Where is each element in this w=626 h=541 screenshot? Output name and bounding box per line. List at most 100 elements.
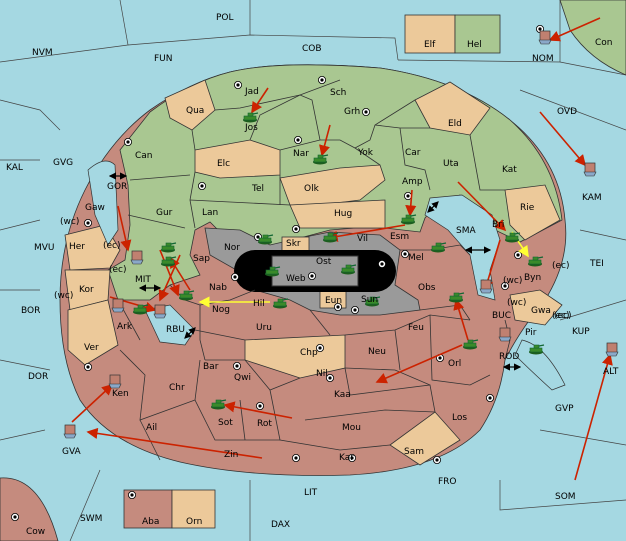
province-label: Kaa [334,390,351,400]
province-label: (ec) [109,265,127,275]
province-label: Con [595,38,613,48]
sma-sea [424,194,501,301]
province-label: GVG [53,158,73,168]
province-label: Pir [525,328,537,338]
province-label: Gur [156,208,173,218]
province-label: Nor [224,243,240,253]
province-label: Jad [244,87,259,97]
province-label: Cow [26,527,45,537]
province-label: Neu [368,347,386,357]
province-label: Ken [112,389,129,399]
province-label: Skr [286,239,301,249]
province-label: Bri [492,220,504,230]
province-label: Uta [443,159,459,169]
province-label: Bar [203,362,219,372]
province-label: POL [216,13,234,23]
province-label: Kor [79,285,94,295]
province-label: FRO [438,477,457,487]
province-label: (ec) [554,311,572,321]
province-label: COB [302,44,322,54]
province-label: Yok [357,148,374,158]
province-label: Grh [344,107,360,117]
double-arrows [108,172,522,371]
hel-box [454,14,501,54]
province-label: (wc) [503,276,522,286]
province-label: (ec) [103,241,121,251]
province-label: Sot [218,418,233,428]
province-label: Ail [146,423,157,433]
province-label: Hug [334,209,352,219]
province-label: Chr [169,383,185,393]
province-label: GVA [62,447,82,457]
province-label: Sap [193,254,210,264]
province-label: Lan [202,208,218,218]
province-label: Gaw [85,203,105,213]
province-label: Obs [418,283,436,293]
province-label: Tel [251,184,264,194]
province-label: (ec) [552,261,570,271]
orn-box [171,489,216,529]
province-label: (ec) [552,311,570,321]
province-label: Ark [117,322,133,332]
ver-land [67,299,119,366]
province-label: RBU [166,325,185,335]
province-label: Car [405,148,421,158]
province-label: Ver [84,343,99,353]
province-label: Elf [424,40,436,50]
province-label: BUC [492,311,511,321]
order-arrows [71,17,613,481]
province-label: Zin [224,450,238,460]
province-label: Sun [361,295,378,305]
province-label: Nar [293,149,309,159]
province-label: Mou [342,423,361,433]
province-label: Eld [448,119,462,129]
province-label: Sch [330,88,346,98]
province-label: Byn [524,273,541,283]
province-label: Her [69,242,85,252]
province-label: Qua [186,106,204,116]
province-label: GVP [555,404,574,414]
province-label: Jos [244,123,258,133]
province-label: Orl [448,359,461,369]
province-label: DAX [271,520,290,530]
province-label: KUP [572,327,590,337]
province-label: Kat [502,165,517,175]
province-label: Mel [408,253,424,263]
province-label: Gwa [531,306,551,316]
province-label: SOM [555,492,576,502]
province-label: NVM [32,48,53,58]
province-label: Chp [300,348,318,358]
province-label: Feu [408,323,424,333]
province-label: Rot [257,419,272,429]
province-label: Hil [253,299,265,309]
province-label: NOM [532,54,554,64]
province-label: SMA [456,226,476,236]
province-label: FUN [154,54,173,64]
elf-box [404,14,456,54]
province-label: Ost [316,257,332,267]
province-label: SWM [80,514,102,524]
province-label: Elc [217,159,230,169]
province-label: Vil [357,234,368,244]
province-label: BOR [21,306,40,316]
province-label: Orn [186,517,202,527]
province-label: (wc) [60,217,79,227]
rie-land [504,184,561,241]
province-label: MVU [34,243,55,253]
province-label: Can [135,151,153,161]
province-label: KAM [582,193,602,203]
province-label: MIT [135,275,151,285]
province-label: Nog [212,305,230,315]
sam-land [389,411,461,466]
province-label: Hel [467,40,482,50]
province-label: Sam [404,447,424,457]
province-label: Kar [339,453,354,463]
province-label: Esm [390,232,409,242]
eld-land [414,81,491,136]
province-label: Los [452,413,467,423]
province-label: DOR [28,372,48,382]
province-label: ROD [499,352,519,362]
province-label: Web [286,274,306,284]
